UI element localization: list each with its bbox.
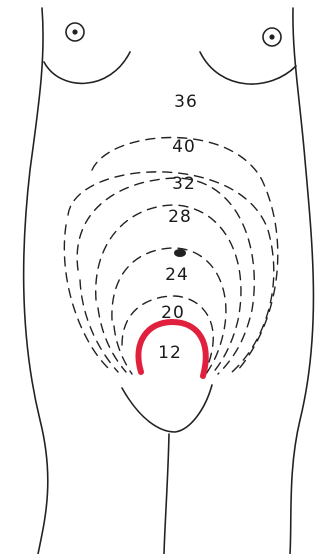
leg-separation-line bbox=[164, 434, 169, 554]
label-32-weeks: 32 bbox=[172, 174, 196, 194]
label-40-weeks: 40 bbox=[172, 137, 196, 157]
left-nipple-center bbox=[73, 30, 77, 34]
torso-left-outline bbox=[24, 8, 48, 554]
contour-32-weeks-left bbox=[80, 280, 118, 372]
label-36-weeks: 36 bbox=[174, 92, 198, 112]
groin-line bbox=[122, 385, 212, 432]
label-28-weeks: 28 bbox=[168, 207, 192, 227]
label-24-weeks: 24 bbox=[165, 265, 189, 285]
contour-40-weeks-left bbox=[64, 225, 108, 368]
torso-right-outline bbox=[290, 8, 313, 554]
right-nipple-center bbox=[270, 35, 274, 39]
left-breast-outline bbox=[44, 52, 130, 83]
label-20-weeks: 20 bbox=[161, 303, 185, 323]
label-12-weeks: 12 bbox=[158, 343, 182, 363]
fetal-marker-dot bbox=[174, 249, 186, 257]
right-breast-outline bbox=[200, 52, 296, 84]
contour-24-weeks-left bbox=[114, 326, 132, 374]
